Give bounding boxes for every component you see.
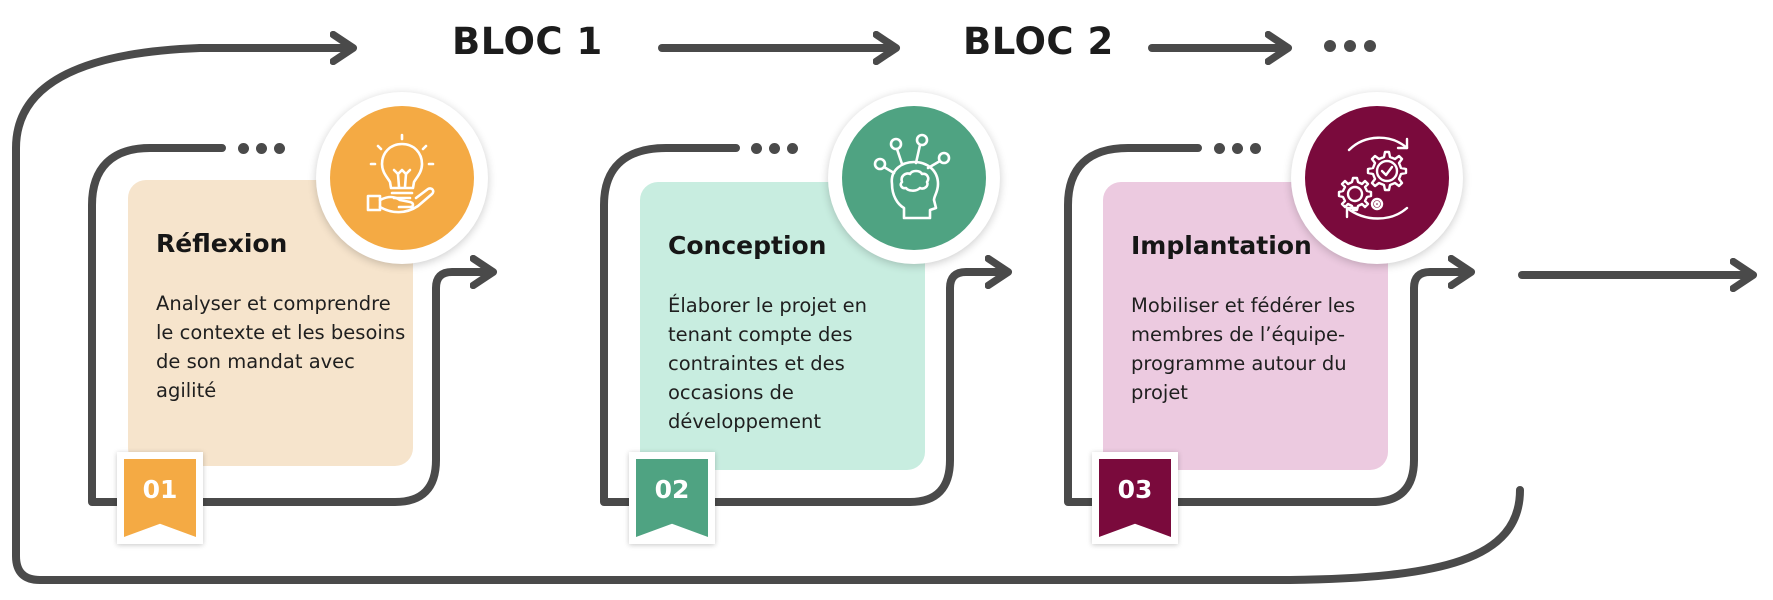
card-description: Mobiliser et fédérer les membres de l’éq… xyxy=(1131,294,1356,404)
ellipsis-step-3 xyxy=(1214,143,1261,154)
outer-loop-line xyxy=(12,44,1524,584)
step-badge-02: 02 xyxy=(629,452,715,544)
head-ideas-icon xyxy=(873,133,951,220)
step-1-loop xyxy=(88,144,490,506)
card-title: Conception xyxy=(668,231,827,260)
icon-badge-reflexion xyxy=(316,92,488,264)
bloc-1-label: BLOC 1 xyxy=(452,20,603,63)
step-number: 02 xyxy=(654,475,690,504)
step-number: 01 xyxy=(142,475,178,504)
ribbon-shape: 01 xyxy=(124,459,196,537)
step-badge-03: 03 xyxy=(1092,452,1178,544)
card-title: Réflexion xyxy=(156,229,288,258)
ellipsis-step-1 xyxy=(238,143,285,154)
ellipsis-step-2 xyxy=(751,143,798,154)
ellipsis-top xyxy=(1324,40,1376,52)
ribbon-shape: 02 xyxy=(636,459,708,537)
card-description: Élaborer le projet en tenant compte des … xyxy=(668,294,867,433)
ribbon-shape: 03 xyxy=(1099,459,1171,537)
icon-badge-conception xyxy=(828,92,1000,264)
card-title: Implantation xyxy=(1131,231,1312,260)
step-badge-01: 01 xyxy=(117,452,203,544)
step-2-loop xyxy=(600,144,1005,506)
card-description: Analyser et comprendre le contexte et le… xyxy=(156,292,406,402)
lightbulb-hand-icon xyxy=(366,133,435,214)
icon-badge-implantation xyxy=(1291,92,1463,264)
step-3-loop xyxy=(1064,144,1468,506)
gears-cycle-icon xyxy=(1337,136,1409,220)
step-number: 03 xyxy=(1117,475,1153,504)
bloc-2-label: BLOC 2 xyxy=(963,20,1114,63)
